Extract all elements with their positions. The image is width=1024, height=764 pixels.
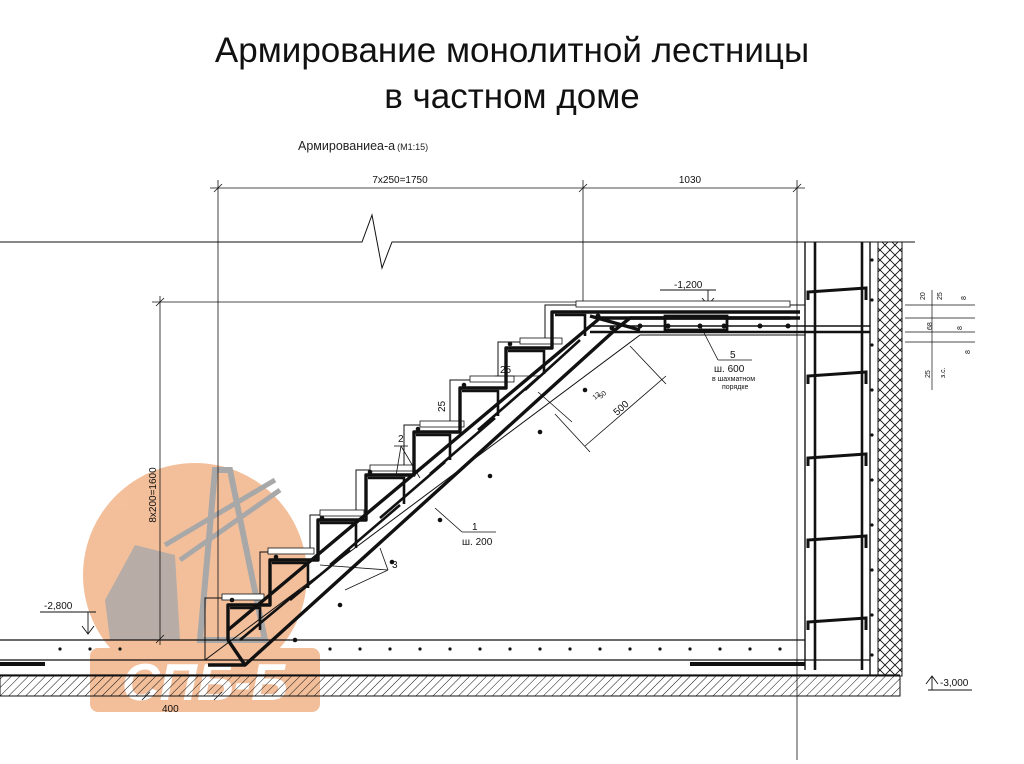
stair-rebar bbox=[208, 310, 800, 667]
dim-landing-length: 1030 bbox=[679, 175, 702, 186]
level-foundation bbox=[925, 675, 972, 691]
step-stirrups bbox=[230, 313, 587, 641]
page-title: Армирование монолитной лестницы в частно… bbox=[0, 28, 1024, 120]
callout-2-number: 2 bbox=[398, 434, 404, 445]
callout-3-number: 3 bbox=[392, 560, 398, 571]
dim-tread-overhang: 25 bbox=[500, 365, 512, 376]
top-dimension bbox=[210, 180, 805, 640]
wall-rebar-dots bbox=[870, 258, 874, 657]
stair-treads bbox=[221, 300, 791, 601]
title-line-2: в частном доме bbox=[384, 77, 640, 116]
break-line bbox=[0, 213, 915, 270]
callout-5-number: 5 bbox=[730, 350, 736, 361]
wall-stirrups bbox=[806, 286, 868, 630]
title-line-1: Армирование монолитной лестницы bbox=[214, 31, 810, 70]
callout-5-note-2: порядке bbox=[722, 384, 749, 391]
dim-bar-spacing: 500 bbox=[612, 399, 632, 419]
landing-beam bbox=[590, 314, 870, 334]
right-dim-8b: 8 bbox=[957, 326, 964, 330]
foundation-slab bbox=[0, 639, 901, 697]
dim-step-50: 50 bbox=[598, 390, 609, 400]
callout-5-note-1: в шахматном bbox=[712, 376, 755, 383]
section-label: Армированиеа-а(М1:15) bbox=[298, 139, 428, 153]
right-dim-8a: 8 bbox=[961, 296, 968, 300]
right-dim-8c: 8 bbox=[965, 350, 972, 354]
right-dim-25b: 25 bbox=[925, 370, 932, 378]
slab-rebar-dots bbox=[58, 647, 782, 651]
right-dim-zs: з.с. bbox=[940, 367, 947, 378]
dim-bottom-step: 400 bbox=[162, 704, 179, 715]
callout-1-number: 1 bbox=[472, 522, 478, 533]
right-dim-25: 25 bbox=[937, 292, 944, 300]
incline-dimension bbox=[537, 345, 667, 453]
wall-right bbox=[804, 241, 903, 677]
section-scale: (М1:15) bbox=[397, 142, 428, 152]
watermark-building-icon bbox=[105, 545, 180, 640]
right-dim-68: 68 bbox=[927, 322, 934, 330]
bottom-dimension bbox=[138, 691, 225, 701]
dim-step-12: 12 bbox=[592, 391, 603, 401]
callout-5 bbox=[699, 324, 752, 361]
rebar-dots bbox=[229, 313, 791, 643]
section-name: Армированиеа-а bbox=[298, 139, 395, 153]
callout-1 bbox=[434, 507, 496, 533]
level-foundation-text: -3,000 bbox=[940, 678, 969, 689]
callout-3 bbox=[319, 547, 389, 591]
height-dimension bbox=[152, 296, 590, 645]
callout-5-spacing: ш. 600 bbox=[714, 364, 745, 375]
level-top-text: -1,200 bbox=[674, 280, 703, 291]
callout-2 bbox=[394, 445, 421, 479]
level-bottom-text: -2,800 bbox=[44, 601, 73, 612]
dim-riser-25: 25 bbox=[437, 400, 448, 412]
level-bottom bbox=[40, 611, 96, 635]
dim-steps-run: 7x250=1750 bbox=[372, 175, 428, 186]
callout-1-spacing: ш. 200 bbox=[462, 537, 493, 548]
right-dim-20: 20 bbox=[920, 292, 927, 300]
dim-height: 8x200=1600 bbox=[148, 467, 159, 523]
right-dims bbox=[905, 290, 975, 390]
